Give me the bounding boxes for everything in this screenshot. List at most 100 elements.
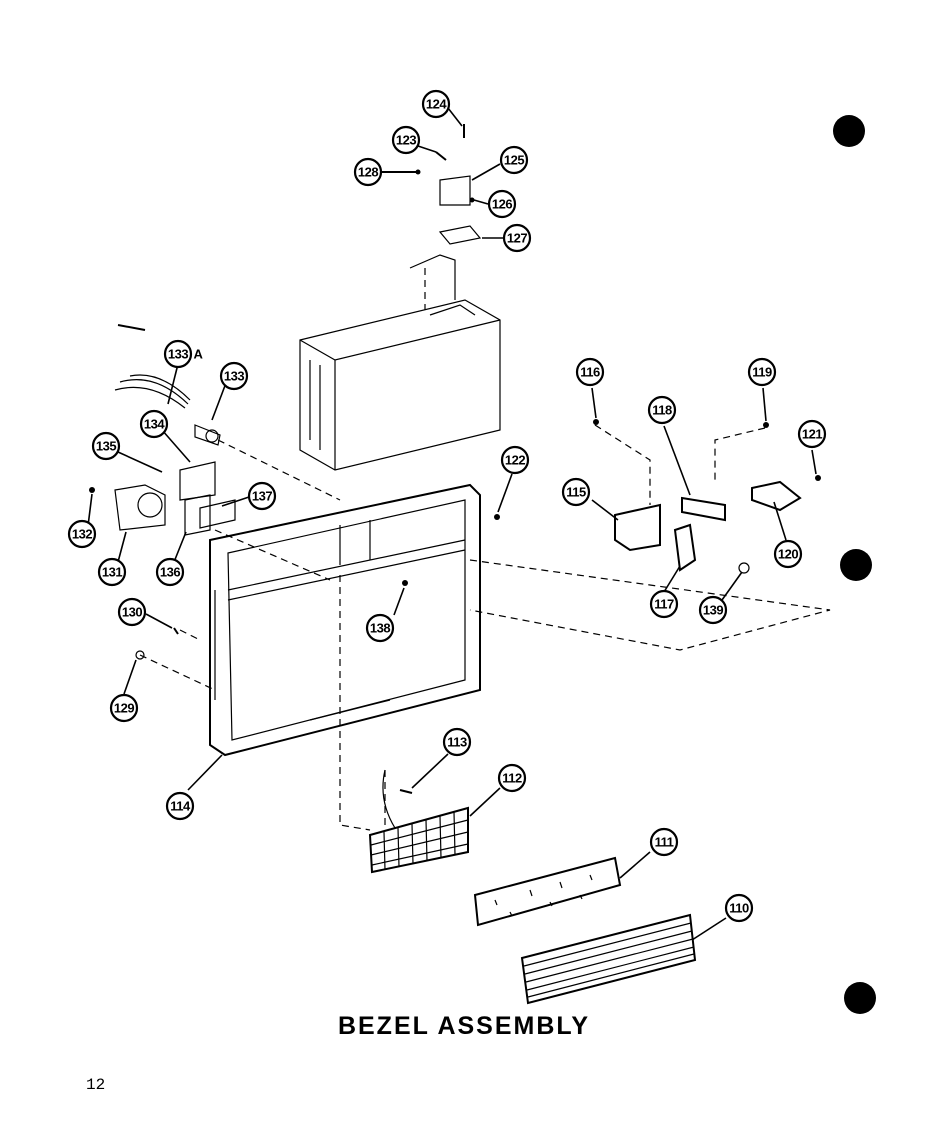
callout-bubble [391,125,421,155]
callout-bubble [67,519,97,549]
callout-bubble [155,557,185,587]
page-title: BEZEL ASSEMBLY [337,1012,591,1040]
callout-number: 113 [447,735,467,750]
callout-number: 132 [72,527,92,542]
callout-number: 126 [492,197,512,212]
callout-number: 139 [703,603,723,618]
callout-bubble [649,589,679,619]
callout-bubble [487,189,517,219]
callout-bubble [747,357,777,387]
callout-bubble [219,361,249,391]
callout-bubble [561,477,591,507]
callout-number: 135 [96,439,116,454]
callout-number: 133 [168,347,188,362]
callout-120: 120 [773,539,803,569]
callout-bubble [773,539,803,569]
callout-112: 112 [497,763,527,793]
callout-110: 110 [724,893,754,923]
callout-137: 137 [247,481,277,511]
left-components [89,324,236,660]
callout-132: 132 [67,519,97,549]
callout-suffix: A [194,347,204,362]
callout-130: 130 [117,597,147,627]
callout-bubble [163,339,193,369]
callout-131: 131 [97,557,127,587]
callout-bubble [247,481,277,511]
bezel-frame [209,483,481,757]
callout-bubble [442,727,472,757]
top-bracket-cluster [382,124,482,300]
callout-bubble [500,445,530,475]
callout-number: 127 [507,231,527,246]
callout-133a: 133 A [163,339,204,369]
page-number: 12 [86,1076,106,1094]
callout-116: 116 [575,357,605,387]
callout-number: 136 [160,565,180,580]
right-brackets [402,419,821,586]
callout-bubble [421,89,451,119]
callout-bubble [575,357,605,387]
callout-115: 115 [561,477,591,507]
callout-119: 119 [747,357,777,387]
callout-number: 137 [252,489,272,504]
callout-number: 131 [102,565,122,580]
callout-number: 122 [505,453,525,468]
callout-135: 135 [91,431,121,461]
callout-number: 129 [114,701,134,716]
callout-number: 114 [170,799,191,814]
callout-126: 126 [487,189,517,219]
callout-number: 125 [504,153,524,168]
callout-bubble [165,791,195,821]
callout-117: 117 [649,589,679,619]
louver-grille [520,913,697,1005]
callout-number: 112 [502,771,522,786]
binder-hole-middle [840,549,872,581]
callout-bubble [117,597,147,627]
callout-128: 128 [353,157,383,187]
binder-hole-bottom [844,982,876,1014]
foam-panel [473,856,622,927]
callout-bubble [502,223,532,253]
callout-111: 111 [649,827,679,857]
callout-138: 138 [365,613,395,643]
callout-121: 121 [797,419,827,449]
callout-number: 115 [566,485,586,500]
callout-118: 118 [647,395,677,425]
callout-bubble [499,145,529,175]
callout-129: 129 [109,693,139,723]
callout-136: 136 [155,557,185,587]
callout-bubble [497,763,527,793]
callout-bubble [724,893,754,923]
callout-125: 125 [499,145,529,175]
callout-139: 139 [698,595,728,625]
callout-bubble [649,827,679,857]
callout-number: 116 [580,365,600,380]
callout-bubble [797,419,827,449]
callout-number: 119 [752,365,772,380]
callout-113: 113 [442,727,472,757]
callout-bubble [109,693,139,723]
callout-bubble [139,409,169,439]
callout-133: 133 [219,361,249,391]
filter-grid [368,769,469,874]
callout-124: 124 [421,89,451,119]
binder-hole-top [833,115,865,147]
callout-number: 124 [426,97,447,112]
callout-number: 123 [396,133,416,148]
callout-number: 117 [654,597,674,612]
callout-bubble [365,613,395,643]
callout-number: 121 [802,427,822,442]
callout-127: 127 [502,223,532,253]
callout-number: 130 [122,605,142,620]
callout-bubble [353,157,383,187]
callout-number: 118 [652,403,672,418]
leader-lines [87,107,817,941]
callout-114: 114 [165,791,195,821]
callout-number: 120 [778,547,798,562]
callout-bubble [97,557,127,587]
callout-number: 128 [358,165,378,180]
callout-122: 122 [500,445,530,475]
callout-bubble [647,395,677,425]
